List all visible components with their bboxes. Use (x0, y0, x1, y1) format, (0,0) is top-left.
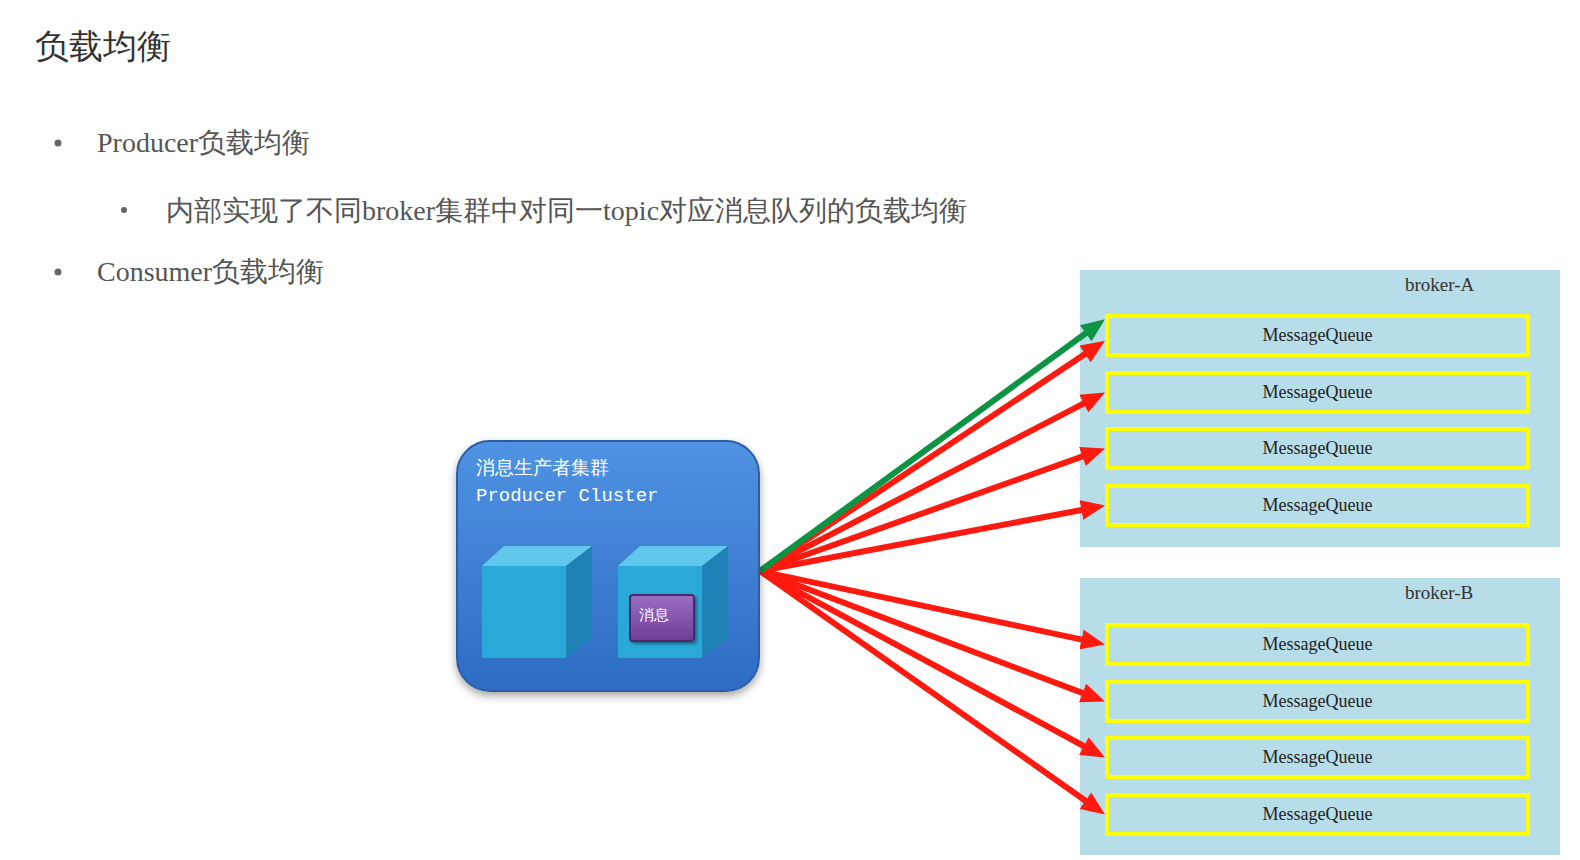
queue-label: MessageQueue (1263, 634, 1373, 655)
bullet-text: Producer负载均衡 (97, 124, 310, 162)
connector-arrow (760, 509, 1085, 571)
message-queue: MessageQueue (1105, 427, 1530, 470)
bullet-text: 内部实现了不同broker集群中对同一topic对应消息队列的负载均衡 (166, 192, 967, 230)
queue-label: MessageQueue (1263, 438, 1373, 459)
broker-background (1080, 270, 1560, 547)
message-queue: MessageQueue (1105, 736, 1530, 779)
message-queue: MessageQueue (1105, 680, 1530, 723)
queue-label: MessageQueue (1263, 804, 1373, 825)
connector-arrow (760, 571, 1087, 748)
message-queue: MessageQueue (1105, 314, 1530, 357)
message-queue: MessageQueue (1105, 793, 1530, 836)
message-queue: MessageQueue (1105, 371, 1530, 414)
bullet-dot (55, 140, 62, 147)
connector-arrow (760, 571, 1089, 803)
broker-heading: broker-A (1405, 274, 1550, 296)
queue-label: MessageQueue (1263, 747, 1373, 768)
node-text: 消息生产者集群 (476, 456, 740, 483)
connector-arrow (760, 402, 1087, 571)
broker-panel: broker-AMessageQueueMessageQueueMessageQ… (1080, 270, 1560, 547)
queue-label: MessageQueue (1263, 325, 1373, 346)
server-cube (618, 546, 728, 658)
node-text: 消息 (639, 602, 685, 629)
broker-background (1080, 578, 1560, 855)
node-text: Producer Cluster (476, 483, 740, 510)
bullet-text: Consumer负载均衡 (97, 253, 324, 291)
bullet-dot (121, 207, 127, 213)
message-queue: MessageQueue (1105, 484, 1530, 527)
queue-label: MessageQueue (1263, 495, 1373, 516)
message-box: 消息 (629, 594, 695, 642)
broker-heading: broker-B (1405, 582, 1550, 604)
connector-arrow (760, 331, 1089, 571)
connector-arrow (760, 571, 1086, 694)
connector-arrow (760, 455, 1086, 571)
slide-title: 负载均衡 (35, 24, 171, 70)
queue-label: MessageQueue (1263, 691, 1373, 712)
bullet-dot (55, 269, 62, 276)
queue-label: MessageQueue (1263, 382, 1373, 403)
producer-cluster: 消息生产者集群Producer Cluster 消息 (456, 440, 760, 692)
broker-panel: broker-BMessageQueueMessageQueueMessageQ… (1080, 578, 1560, 855)
message-queue: MessageQueue (1105, 623, 1530, 666)
server-cube (482, 546, 592, 658)
